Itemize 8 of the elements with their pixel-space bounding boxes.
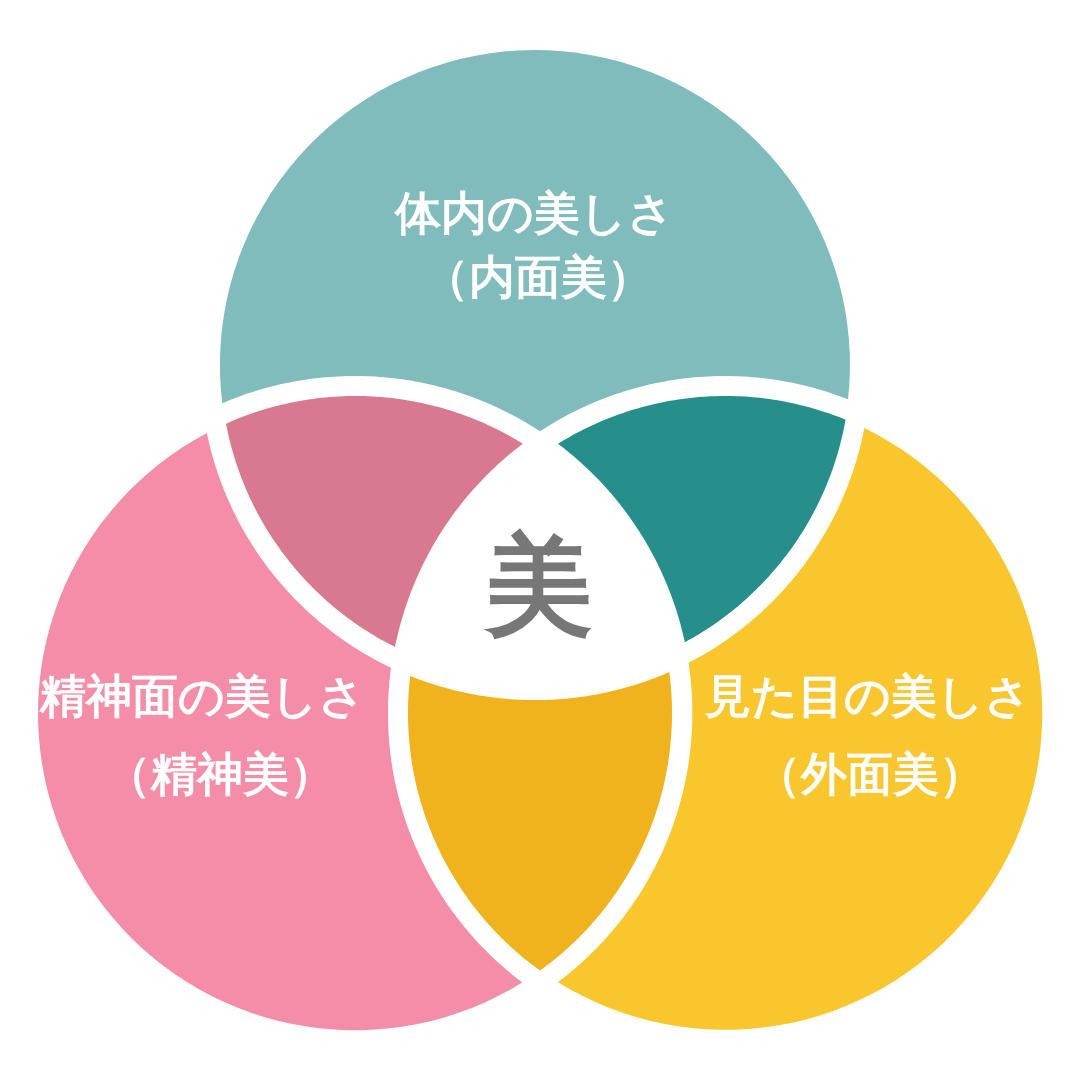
region-subtitle: （内面美） [423,254,653,300]
region-title: 体内の美しさ [395,190,675,236]
region-title: 見た目の美しさ [705,673,1031,719]
region-title: 精神面の美しさ [40,673,366,719]
region-subtitle: （外面美） [755,751,985,797]
overlap-region [408,671,672,971]
region-subtitle: （精神美） [105,751,335,797]
venn-region [220,50,850,432]
